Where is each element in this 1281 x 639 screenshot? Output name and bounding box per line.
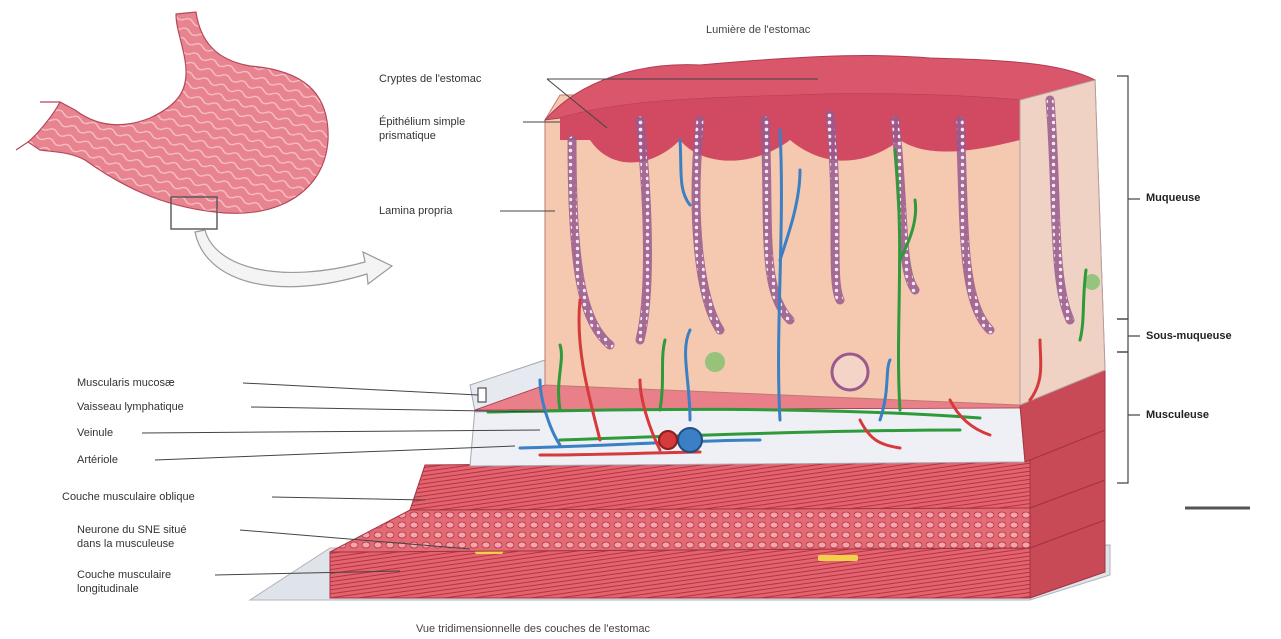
zoom-arrow — [195, 230, 392, 287]
muscularis-mucosae-marker — [478, 388, 486, 402]
label-arteriole: Artériole — [77, 453, 118, 467]
label-enteric-neuron-line1: Neurone du SNE situé — [77, 523, 186, 537]
label-longitudinal-muscle-line2: longitudinale — [77, 582, 139, 596]
enteric-neuron — [818, 555, 858, 561]
mucosa-layer — [545, 56, 1105, 405]
label-muscularis: Musculeuse — [1146, 408, 1209, 422]
label-epithelium-line2: prismatique — [379, 129, 436, 143]
label-cryptes: Cryptes de l'estomac — [379, 72, 481, 86]
label-lymphatic-vessel: Vaisseau lymphatique — [77, 400, 184, 414]
label-longitudinal-muscle-line1: Couche musculaire — [77, 568, 171, 582]
label-lamina-propria: Lamina propria — [379, 204, 452, 218]
label-mucosa: Muqueuse — [1146, 191, 1200, 205]
label-muscularis-mucosae: Muscularis mucosæ — [77, 376, 175, 390]
label-epithelium-line1: Épithélium simple — [379, 115, 465, 129]
stomach-overview-illustration — [16, 12, 328, 229]
label-venule: Veinule — [77, 426, 113, 440]
caption-lumen: Lumière de l'estomac — [706, 23, 810, 37]
layer-brackets — [1117, 76, 1140, 483]
caption-figure: Vue tridimensionnelle des couches de l'e… — [416, 622, 650, 636]
label-oblique-muscle: Couche musculaire oblique — [62, 490, 195, 504]
label-submucosa: Sous-muqueuse — [1146, 329, 1232, 343]
label-enteric-neuron-line2: dans la musculeuse — [77, 537, 174, 551]
